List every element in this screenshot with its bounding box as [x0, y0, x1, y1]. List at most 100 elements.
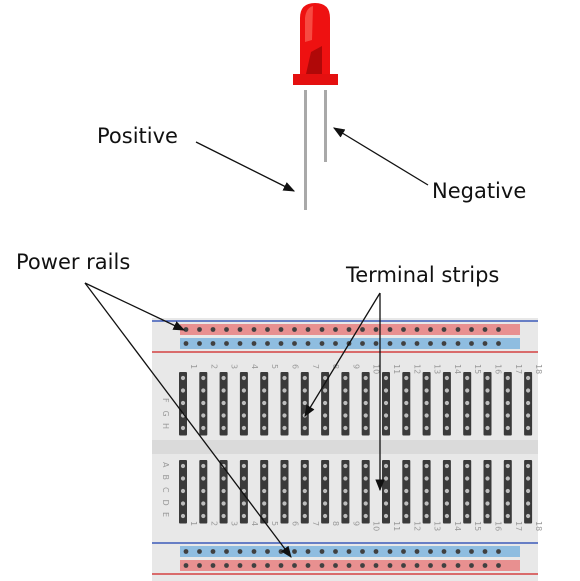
strip-hole — [302, 463, 307, 469]
strip-hole — [221, 513, 226, 519]
strip-hole — [323, 400, 328, 406]
rail-hole — [333, 341, 338, 346]
rail-hole — [441, 341, 447, 346]
strip-hole — [241, 388, 246, 393]
strip-hole — [404, 501, 409, 506]
column-number: 17 — [514, 521, 523, 531]
strip-hole — [323, 413, 328, 418]
rail-hole — [265, 549, 270, 554]
strip-hole — [302, 400, 307, 406]
strip-hole — [526, 463, 531, 469]
row-letter: H — [161, 423, 170, 429]
strip-hole — [465, 425, 470, 431]
strip-hole — [424, 488, 429, 494]
strip-hole — [241, 476, 246, 481]
strip-hole — [526, 400, 531, 406]
strip-hole — [363, 476, 368, 481]
rail-hole — [482, 563, 488, 568]
rail-hole — [237, 327, 243, 332]
rail-hole — [482, 549, 488, 554]
strip-hole — [282, 388, 287, 393]
rail-hole — [224, 327, 229, 332]
strip-hole — [221, 413, 226, 418]
rail-hole — [265, 327, 270, 332]
strip-hole — [444, 463, 449, 469]
column-number: 11 — [392, 364, 401, 374]
strip-hole — [444, 375, 449, 381]
column-number: 18 — [534, 521, 543, 531]
column-number: 12 — [412, 364, 421, 374]
strip-hole — [404, 388, 409, 393]
strip-hole — [282, 463, 287, 469]
strip-hole — [465, 463, 470, 469]
column-number: 4 — [250, 521, 259, 526]
rail-hole — [469, 549, 474, 554]
strip-hole — [424, 463, 429, 469]
strip-hole — [282, 375, 287, 381]
strip-hole — [383, 488, 389, 494]
strip-hole — [485, 501, 490, 506]
strip-hole — [526, 513, 531, 519]
strip-hole — [343, 513, 348, 519]
rail-hole — [373, 549, 379, 554]
top-terminal-block — [179, 372, 533, 436]
column-number: 7 — [311, 364, 320, 369]
row-letter: C — [161, 487, 170, 493]
row-letter: G — [161, 411, 170, 417]
rail-hole — [428, 549, 433, 554]
strip-hole — [383, 463, 389, 469]
strip-hole — [302, 388, 307, 393]
strip-hole — [424, 476, 429, 481]
rail-hole — [401, 327, 406, 332]
column-number: 13 — [433, 521, 442, 531]
rail-hole — [414, 341, 420, 346]
strip-hole — [383, 388, 389, 393]
rail-hole — [292, 549, 297, 554]
strip-hole — [424, 413, 429, 418]
strip-hole — [485, 425, 490, 431]
rail-hole — [360, 327, 365, 332]
strip-hole — [363, 488, 368, 494]
strip-hole — [465, 413, 470, 418]
strip-hole — [343, 388, 348, 393]
strip-hole — [383, 413, 389, 418]
strip-hole — [444, 476, 449, 481]
strip-hole — [282, 513, 287, 519]
rail-hole — [387, 549, 393, 554]
strip-hole — [404, 513, 409, 519]
strip-hole — [526, 488, 531, 494]
strip-hole — [221, 488, 226, 494]
strip-hole — [363, 501, 368, 506]
strip-hole — [444, 425, 449, 431]
strip-hole — [363, 513, 368, 519]
rail-hole — [373, 563, 379, 568]
column-number: 9 — [351, 521, 360, 526]
strip-hole — [444, 413, 449, 418]
row-letter: E — [161, 512, 170, 517]
strip-hole — [180, 425, 186, 431]
rail-hole — [414, 549, 420, 554]
strip-hole — [424, 513, 429, 519]
strip-hole — [526, 388, 531, 393]
rail-hole — [346, 549, 352, 554]
negative-label: Negative — [432, 179, 527, 203]
row-letter: B — [161, 475, 170, 481]
rail-hole — [305, 327, 311, 332]
column-number: 1 — [189, 364, 198, 369]
terminal-strips-label: Terminal strips — [346, 263, 500, 287]
strip-hole — [282, 425, 287, 431]
rail-hole — [305, 563, 311, 568]
rail-hole — [496, 563, 501, 568]
column-number: 16 — [494, 521, 503, 531]
strip-hole — [485, 413, 490, 418]
column-number: 15 — [473, 364, 482, 374]
strip-hole — [241, 463, 246, 469]
column-number: 12 — [412, 521, 421, 531]
strip-hole — [444, 513, 449, 519]
strip-hole — [383, 501, 389, 506]
strip-hole — [323, 501, 328, 506]
strip-hole — [404, 425, 409, 431]
strip-hole — [404, 463, 409, 469]
column-number: 2 — [209, 364, 218, 369]
rail-hole — [414, 563, 420, 568]
